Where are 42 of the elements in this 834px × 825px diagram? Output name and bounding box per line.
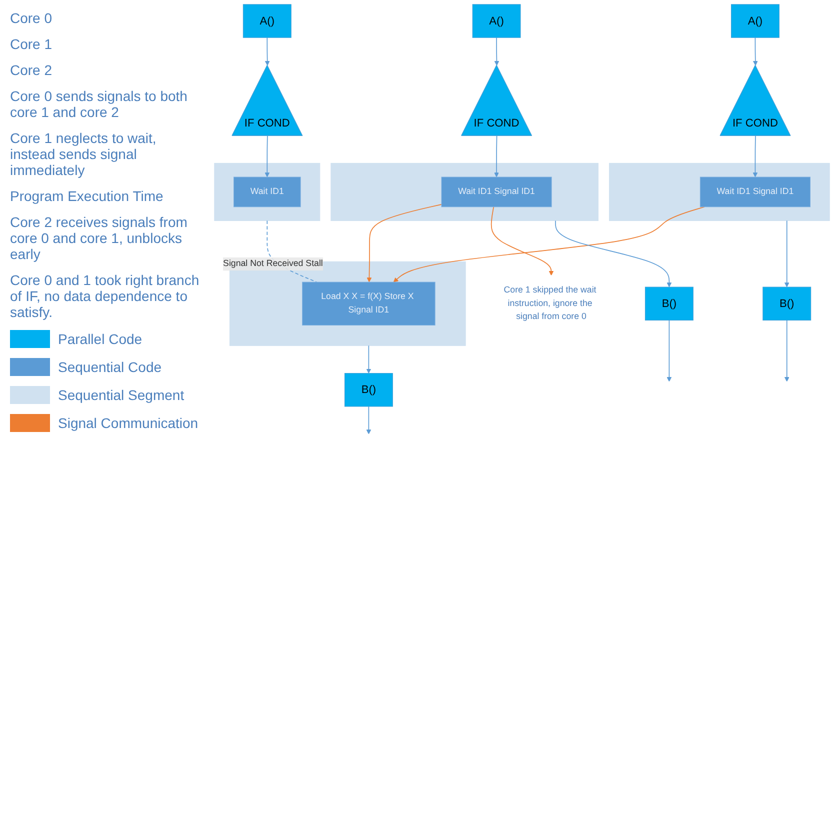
note-text: Core 1 (10, 36, 54, 52)
arrow (555, 220, 672, 288)
arrow (264, 135, 270, 178)
legend-label: Sequential Segment (58, 387, 184, 403)
node-box: B() (762, 286, 812, 320)
cluster (608, 162, 830, 221)
arrow (393, 206, 705, 282)
legend-label: Sequential Code (58, 359, 162, 375)
node-text: Core 1 skipped the wait instruction, ignore the signal from core 0 (504, 285, 596, 322)
note-text: Core 2 (10, 62, 54, 78)
node-box: A() (472, 4, 521, 38)
cluster (214, 162, 320, 221)
node-box: B() (644, 286, 694, 320)
arrow (366, 406, 372, 434)
arrow (784, 320, 790, 382)
node-box: Wait ID1 (234, 176, 301, 208)
arrow (752, 37, 758, 66)
arrow (666, 320, 672, 382)
node-box: A() (242, 4, 292, 38)
note-text: Core 0 sends signals to both core 1 and core 2 (10, 88, 188, 120)
note-text: Core 2 receives signals from core 0 and core 1, unblocks early (10, 214, 188, 262)
note-text: Program Execution Time (10, 188, 164, 204)
node-box: B() (344, 373, 393, 407)
edge-label: Signal Not Received Stall (223, 259, 323, 268)
arrow (264, 37, 270, 66)
arrow (490, 206, 554, 276)
legend-label: Signal Communication (58, 415, 198, 431)
arrow (494, 135, 499, 178)
note-text: Core 0 and 1 took right branch of IF, no data dependence to satisfy. (10, 272, 200, 320)
arrow (752, 135, 758, 178)
arrow (784, 220, 790, 288)
note-text: Core 1 neglects to wait, instead sends signal immediately (10, 130, 158, 178)
node-box: Wait ID1 Signal ID1 (700, 176, 810, 208)
legend-label: Parallel Code (58, 331, 142, 347)
arrow (494, 37, 500, 66)
arrow (366, 345, 372, 374)
node-box: Wait ID1 Signal ID1 (441, 176, 552, 208)
arrow (366, 204, 442, 282)
note-text: Core 0 (10, 10, 54, 26)
node-box: Load X X = f(X) Store X Signal ID1 (302, 282, 436, 326)
cluster (330, 162, 598, 221)
node-box: A() (730, 4, 780, 38)
